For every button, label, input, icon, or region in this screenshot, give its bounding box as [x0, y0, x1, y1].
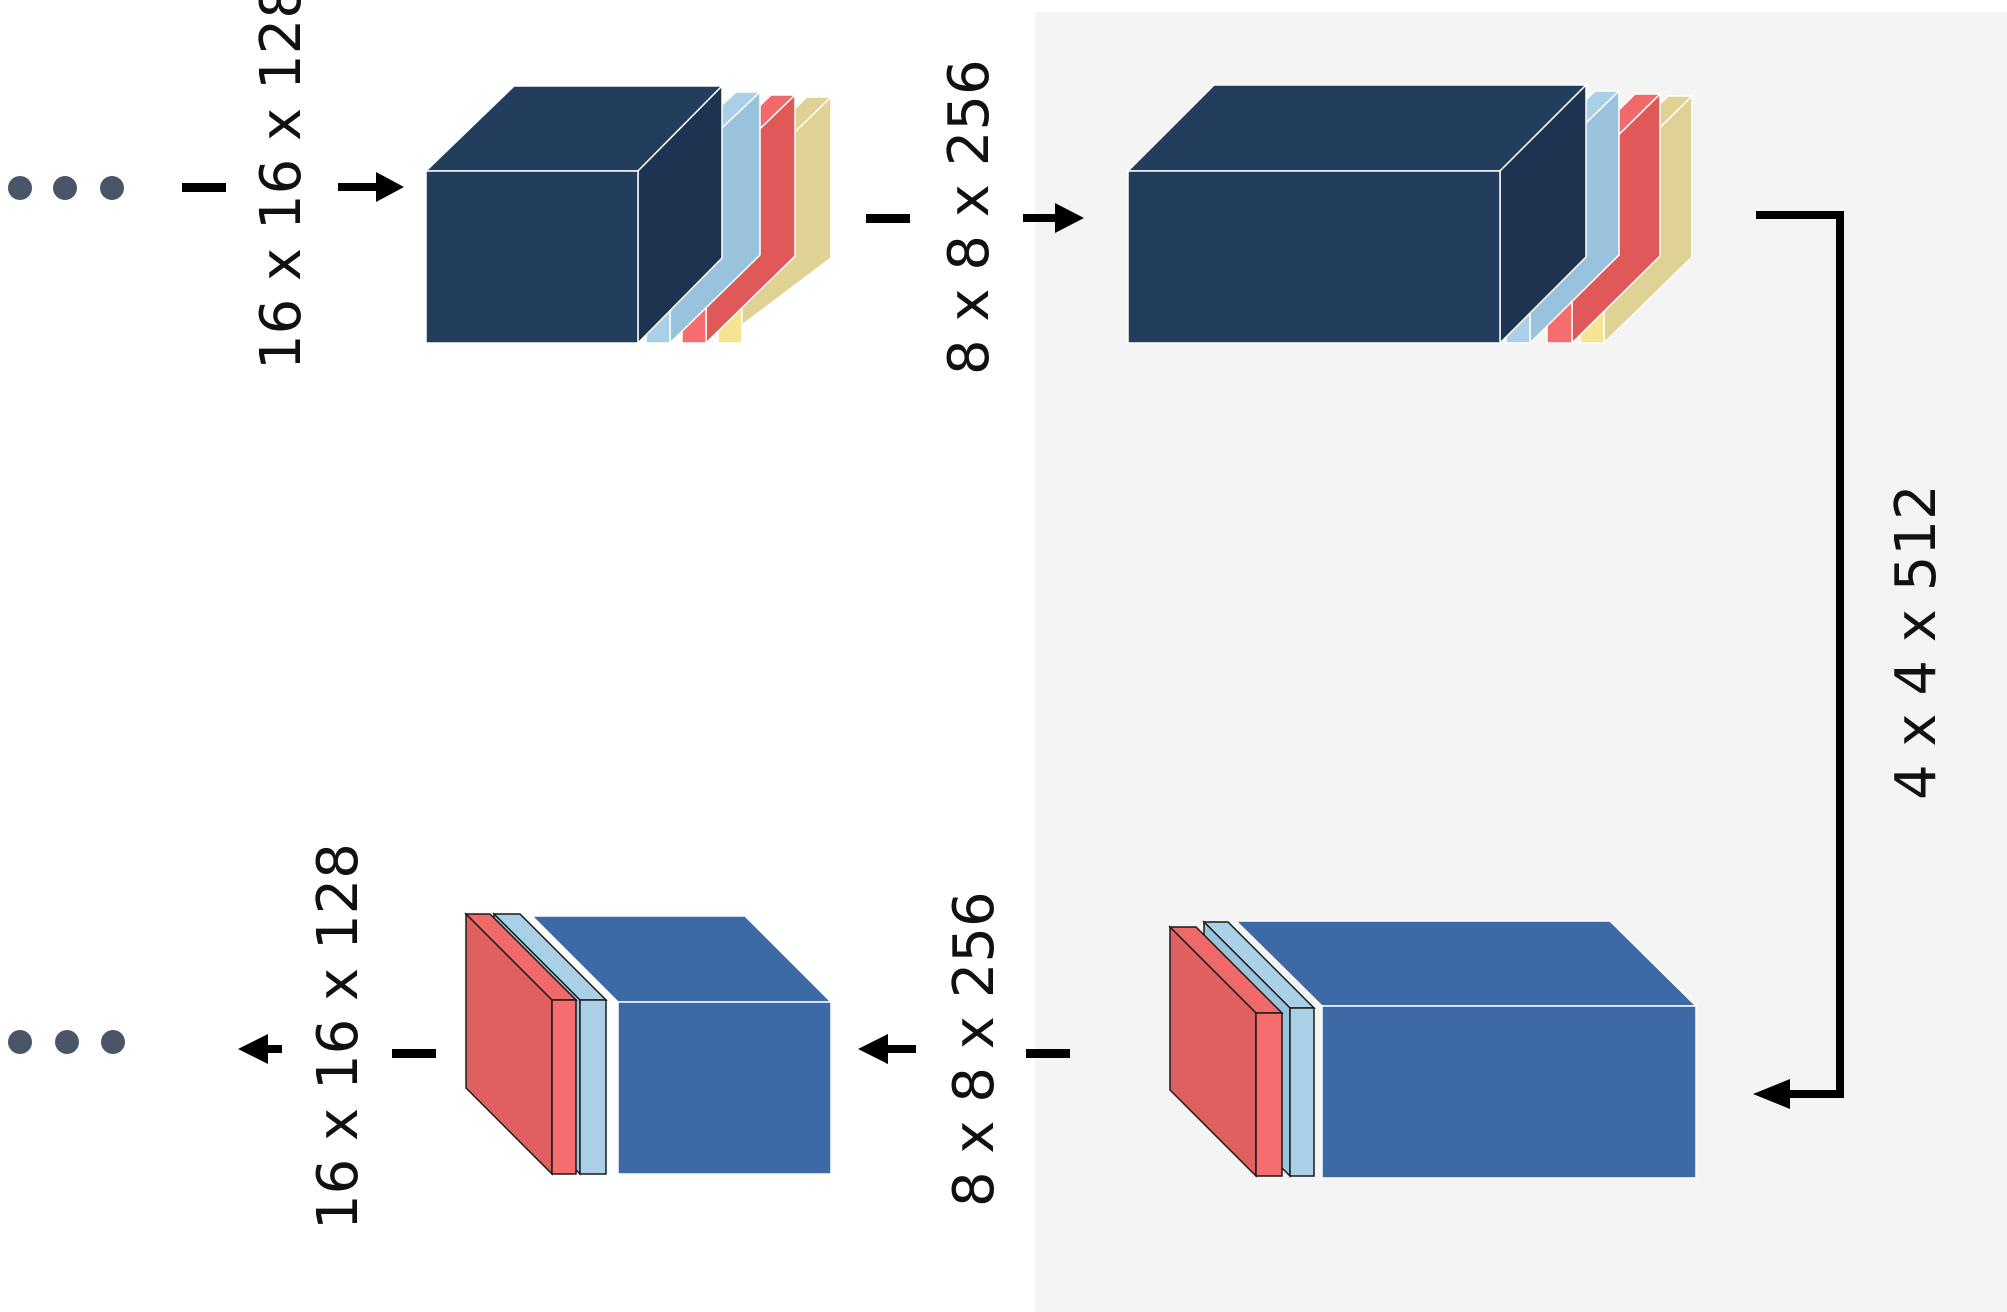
encoder-input-dim-label: 16 x 16 x 128: [249, 0, 314, 370]
arrow-left-icon: [1753, 1079, 1790, 1109]
decoder-output-dim-label: 16 x 16 x 128: [306, 843, 371, 1230]
tick-mark: [392, 1049, 436, 1058]
ellipsis-icon: [8, 176, 124, 200]
tick-mark: [866, 214, 910, 223]
tick-mark: [1026, 1049, 1070, 1058]
bottleneck-dim-label: 4 x 4 x 512: [1884, 484, 1949, 800]
tick-mark: [182, 183, 226, 192]
bottleneck-connector: [1756, 211, 1844, 1098]
arrow-right-icon: [338, 172, 404, 202]
decoder-block-1: [1168, 920, 1698, 1179]
arrow-left-icon: [238, 1034, 282, 1064]
encoder-block-2: [1126, 83, 1694, 345]
decoder-mid-dim-label: 8 x 8 x 256: [942, 891, 1007, 1207]
encoder-mid-dim-label: 8 x 8 x 256: [937, 59, 1002, 375]
ellipsis-icon: [8, 1030, 125, 1054]
arrow-left-icon: [858, 1034, 916, 1064]
encoder-block-1: [424, 84, 833, 345]
arrow-right-icon: [1023, 203, 1084, 233]
decoder-block-2: [464, 912, 833, 1176]
